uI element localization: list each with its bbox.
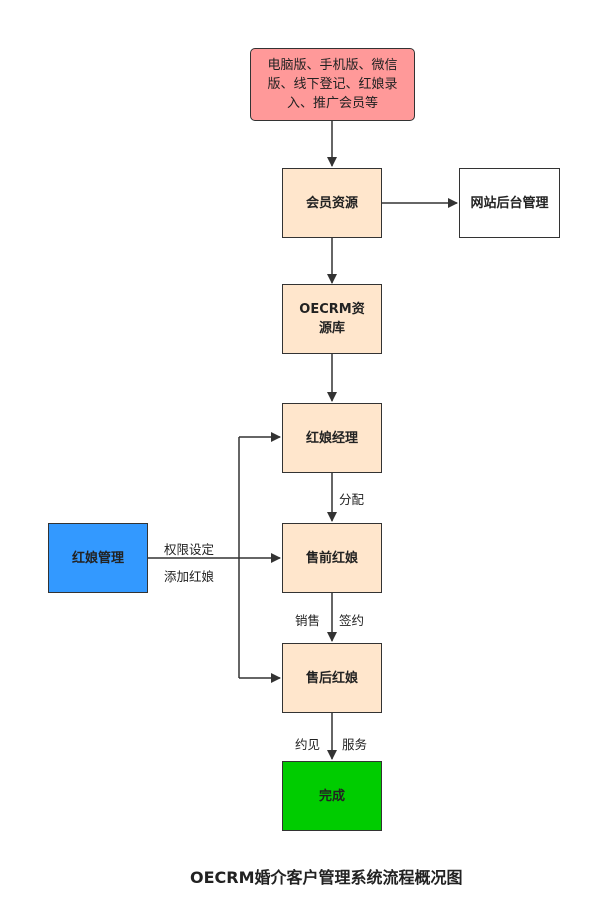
node-admin: 红娘管理 <box>48 523 148 593</box>
edge-label-meet: 约见 <box>295 737 321 752</box>
node-aftersale: 售后红娘 <box>282 643 382 713</box>
node-library: OECRM资源库 <box>282 284 382 354</box>
node-manager-label: 红娘经理 <box>305 430 358 446</box>
node-source: 电脑版、手机版、微信版、线下登记、红娘录入、推广会员等 <box>250 48 415 121</box>
edge-label-service: 服务 <box>342 737 368 752</box>
node-admin-label: 红娘管理 <box>71 550 124 566</box>
edge-label-add: 添加红娘 <box>164 569 215 584</box>
node-member-label: 会员资源 <box>305 195 358 211</box>
edge-label-sales: 销售 <box>295 613 321 628</box>
node-backend-label: 网站后台管理 <box>470 195 549 211</box>
node-library-label: OECRM资源库 <box>299 302 365 336</box>
node-presale-label: 售前红娘 <box>305 550 358 566</box>
edge-label-permission: 权限设定 <box>164 542 215 557</box>
node-presale: 售前红娘 <box>282 523 382 593</box>
edge-label-assign: 分配 <box>339 492 365 507</box>
node-done-label: 完成 <box>318 788 345 804</box>
node-backend: 网站后台管理 <box>459 168 560 238</box>
node-member: 会员资源 <box>282 168 382 238</box>
node-manager: 红娘经理 <box>282 403 382 473</box>
node-aftersale-label: 售后红娘 <box>305 670 358 686</box>
diagram-title: OECRM婚介客户管理系统流程概况图 <box>190 868 463 887</box>
node-source-label: 电脑版、手机版、微信版、线下登记、红娘录入、推广会员等 <box>267 58 398 111</box>
node-done: 完成 <box>282 761 382 831</box>
edge-label-sign: 签约 <box>339 613 365 628</box>
